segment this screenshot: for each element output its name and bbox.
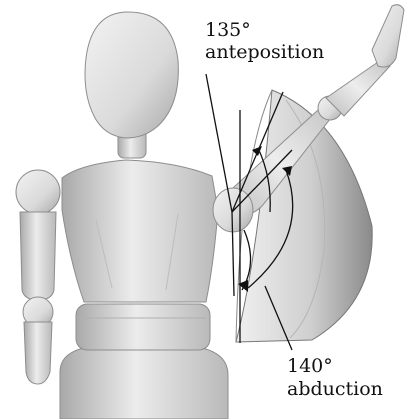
waist [76, 304, 210, 350]
left-arm [16, 170, 60, 384]
torso [62, 160, 218, 302]
head [85, 12, 178, 138]
anteposition-angle-label: 135° [205, 19, 251, 41]
abduction-angle-label: 140° [287, 355, 333, 377]
pelvis [60, 346, 228, 419]
anteposition-label: anteposition [205, 41, 324, 63]
abduction-label: abduction [287, 378, 383, 400]
